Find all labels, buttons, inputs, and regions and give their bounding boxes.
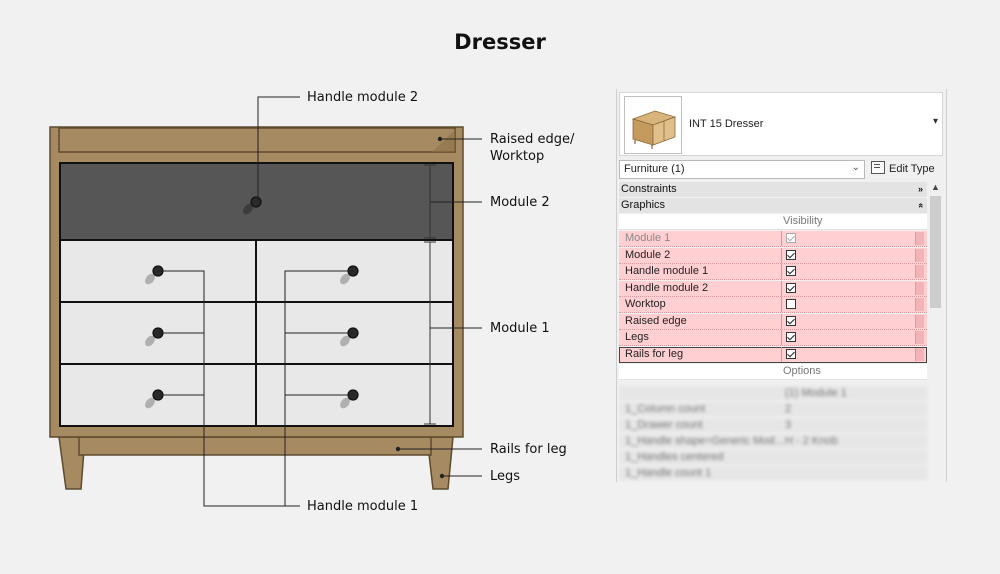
visibility-header-label: Visibility: [783, 215, 823, 227]
param-row[interactable]: Handle module 1: [619, 264, 927, 280]
section-graphics[interactable]: Graphics »: [619, 198, 927, 213]
param-label: Legs: [625, 331, 649, 343]
properties-panel: INT 15 Dresser ▾ Furniture (1) ⌄ Edit Ty…: [616, 89, 947, 482]
callout-raised-edge: Raised edge/: [490, 132, 575, 147]
leader-handle-module-2: [257, 96, 300, 200]
visibility-checkbox[interactable]: [786, 332, 796, 342]
blurred-row: 1_Handles centered: [619, 450, 927, 466]
param-label: Module 2: [625, 249, 671, 261]
param-row[interactable]: Module 2: [619, 248, 927, 264]
visibility-checkbox[interactable]: [786, 250, 796, 260]
category-value: Furniture (1): [624, 163, 685, 175]
knob-shadow: [145, 397, 155, 409]
callout-handle-module-1: Handle module 1: [307, 499, 419, 514]
raised-edge: [58, 127, 456, 153]
callout-module-2: Module 2: [490, 195, 550, 210]
section-constraints[interactable]: Constraints »: [619, 182, 927, 197]
visibility-checkbox[interactable]: [786, 316, 796, 326]
knob-shadow: [243, 203, 253, 215]
param-row[interactable]: Rails for leg: [619, 347, 927, 363]
blurred-row: 1_Handle count 1: [619, 466, 927, 482]
blurred-row: 1_Handle shape=Generic Mod...H - 2 Knob: [619, 434, 927, 450]
category-dropdown[interactable]: Furniture (1) ⌄: [619, 160, 865, 179]
expand-icon: »: [917, 184, 923, 194]
scroll-up-icon[interactable]: ▲: [931, 182, 940, 192]
options-header: Options: [619, 364, 927, 380]
param-label: Raised edge: [625, 315, 687, 327]
knob-handle-module-2: [250, 196, 262, 208]
param-label: Module 1: [625, 232, 671, 244]
scroll-thumb[interactable]: [930, 196, 941, 308]
visibility-checkbox[interactable]: [786, 299, 796, 309]
visibility-checkbox[interactable]: [786, 283, 796, 293]
caret-down-icon[interactable]: ▾: [932, 116, 938, 127]
param-row[interactable]: Raised edge: [619, 314, 927, 330]
knob-shadow: [340, 273, 350, 285]
visibility-checkbox[interactable]: [786, 266, 796, 276]
callout-module-1: Module 1: [490, 321, 550, 336]
visibility-checkbox[interactable]: [786, 349, 796, 359]
leg-rail: [78, 436, 432, 456]
leader-handle-module-1-right: [284, 270, 353, 506]
leader-handle-module-1-left: [158, 270, 300, 507]
param-label: Rails for leg: [625, 348, 684, 360]
diagram-title: Dresser: [454, 30, 546, 54]
callout-legs: Legs: [490, 469, 521, 484]
knob-shadow: [340, 335, 350, 347]
param-label: Worktop: [625, 298, 666, 310]
param-row[interactable]: Legs: [619, 330, 927, 346]
section-graphics-label: Graphics: [621, 199, 666, 211]
param-row[interactable]: Module 1: [619, 231, 927, 247]
edit-type-label: Edit Type: [889, 163, 935, 175]
knob-shadow: [145, 273, 155, 285]
param-row[interactable]: Worktop: [619, 297, 927, 313]
knob-shadow: [145, 335, 155, 347]
knob-shadow: [340, 397, 350, 409]
chevron-down-icon: ⌄: [851, 162, 860, 173]
param-label: Handle module 2: [625, 282, 709, 294]
type-name: INT 15 Dresser: [689, 118, 764, 130]
param-label: Handle module 1: [625, 265, 709, 277]
callout-rails-for-leg: Rails for leg: [490, 442, 567, 457]
param-row[interactable]: Handle module 2: [619, 281, 927, 297]
options-header-label: Options: [783, 365, 821, 377]
dresser-thumbnail: [624, 96, 682, 154]
type-selector[interactable]: INT 15 Dresser ▾: [619, 92, 943, 156]
blurred-row: (1) Module 1: [619, 386, 927, 402]
callout-handle-module-2: Handle module 2: [307, 90, 419, 105]
visibility-checkbox[interactable]: [786, 233, 796, 243]
collapse-icon: »: [914, 202, 925, 209]
section-constraints-label: Constraints: [621, 183, 677, 195]
raised-edge-shade: [432, 130, 455, 152]
edit-type-button[interactable]: Edit Type: [871, 161, 935, 179]
panel-scrollbar[interactable]: ▲: [929, 182, 943, 482]
visibility-header: Visibility: [619, 214, 927, 230]
callout-worktop: Worktop: [490, 149, 545, 164]
edit-type-icon: [871, 161, 885, 174]
